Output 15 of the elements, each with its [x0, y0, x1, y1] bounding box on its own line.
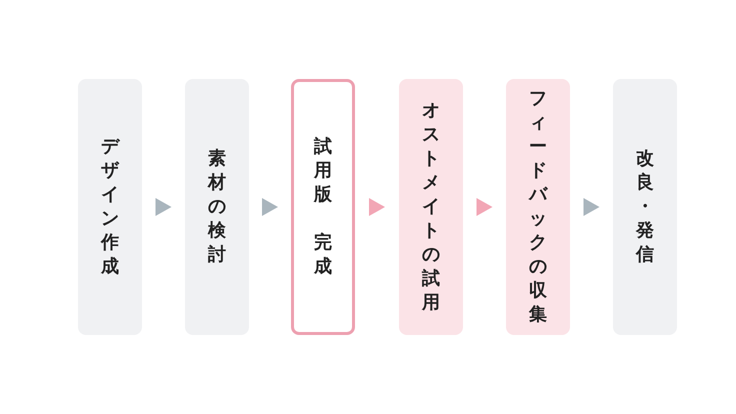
arrow — [584, 198, 600, 216]
arrow — [369, 198, 385, 216]
step-label: 完成 — [312, 231, 333, 279]
arrow — [262, 198, 278, 216]
step-label: 改良・発信 — [634, 147, 655, 267]
arrow — [476, 198, 492, 216]
step-label: オストメイトの試用 — [420, 99, 441, 315]
step-label: 試用版 — [312, 135, 333, 207]
step-label: フィードバックの収集 — [528, 87, 549, 327]
step-box — [399, 79, 463, 335]
step-label: デザイン作成 — [100, 135, 121, 279]
step-label: 素材の検討 — [206, 147, 227, 267]
step-box — [506, 79, 570, 335]
arrow — [156, 198, 172, 216]
step-box — [291, 79, 355, 335]
